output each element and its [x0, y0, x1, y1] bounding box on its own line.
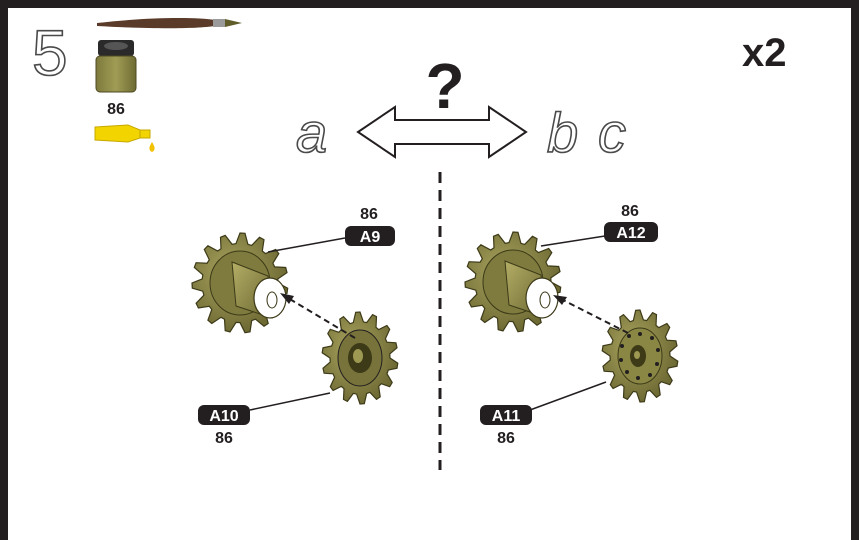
paint-code: 86: [107, 101, 125, 118]
part-label-a12: A12: [616, 225, 645, 242]
leader-line-a11: [529, 381, 607, 411]
part-label-a9: A9: [360, 229, 381, 246]
paint-label-a10: 86: [215, 430, 233, 447]
sprocket-a10: [321, 311, 399, 405]
paint-label-a9: 86: [360, 206, 378, 223]
assembly-arrow-right: [560, 298, 629, 334]
question-mark: ?: [425, 50, 464, 122]
sprocket-a11: [601, 309, 679, 403]
paint-jar-icon: [95, 40, 137, 93]
badge-a11: [480, 405, 532, 425]
badge-a12: [604, 222, 658, 242]
option-a: a: [296, 101, 327, 164]
multiplier-label: x2: [742, 31, 787, 75]
paint-label-a12: 86: [621, 203, 639, 220]
arrowhead-right: [553, 295, 567, 305]
option-c: c: [598, 101, 626, 164]
step-number: 5: [32, 17, 68, 89]
brush-icon: [97, 18, 242, 29]
badge-a9: [345, 226, 395, 246]
glue-tube-icon: [94, 124, 155, 152]
assembly-arrow-left: [287, 297, 356, 339]
option-b: b: [547, 101, 578, 164]
leader-line-a12: [540, 235, 606, 247]
leader-line-a9: [267, 237, 346, 253]
sprocket-a12: [464, 231, 562, 333]
sprocket-a9: [191, 232, 289, 334]
part-label-a11: A11: [492, 408, 521, 425]
bolt-holes: [619, 332, 660, 380]
part-label-a10: A10: [209, 408, 238, 425]
double-arrow-icon: [356, 105, 528, 159]
badge-a10: [198, 405, 250, 425]
leader-line-a10: [249, 392, 331, 411]
paint-label-a11: 86: [497, 430, 515, 447]
arrowhead-left: [280, 293, 294, 304]
